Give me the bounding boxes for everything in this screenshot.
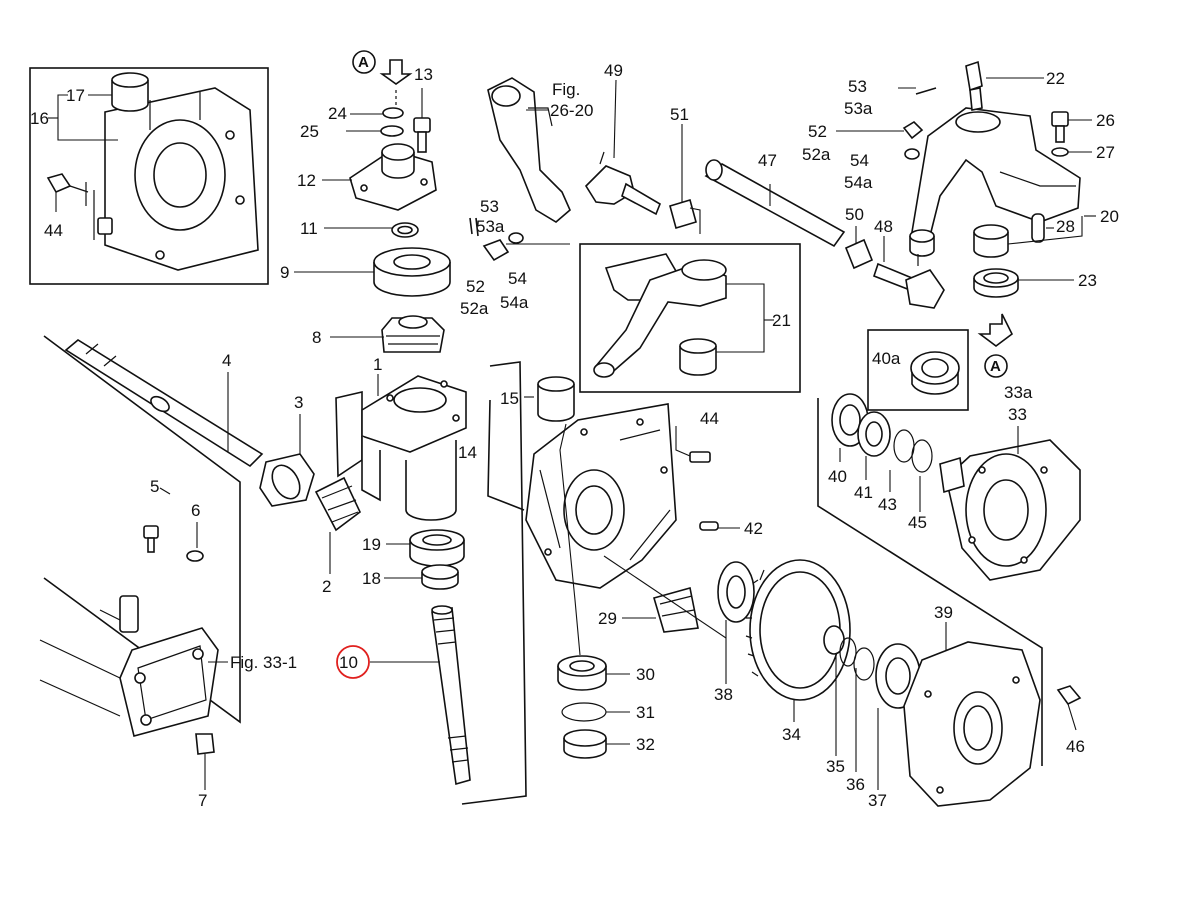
fig-33-1-ref: Fig. 33-1 — [230, 653, 297, 672]
label-10: 10 — [339, 653, 358, 672]
label-4: 4 — [222, 351, 231, 370]
label-33: 33 — [1008, 405, 1027, 424]
label-53a-right: 53a — [844, 99, 873, 118]
center-housing-assembly — [335, 361, 527, 805]
highlight-circle-10 — [336, 645, 370, 679]
label-6: 6 — [191, 501, 200, 520]
label-3: 3 — [294, 393, 303, 412]
pitman-arm-assembly — [469, 77, 701, 262]
label-14: 14 — [458, 443, 477, 462]
label-24: 24 — [328, 104, 347, 123]
label-8: 8 — [312, 328, 321, 347]
label-47: 47 — [758, 151, 777, 170]
label-21: 21 — [772, 311, 791, 330]
fig-26-20-number: 26-20 — [550, 101, 593, 120]
label-43: 43 — [878, 495, 897, 514]
label-25: 25 — [300, 122, 319, 141]
label-48: 48 — [874, 217, 893, 236]
inset-seal-40a — [867, 329, 969, 411]
right-upper-bracket-assembly — [704, 60, 1096, 378]
label-46: 46 — [1066, 737, 1085, 756]
label-23: 23 — [1078, 271, 1097, 290]
label-1: 1 — [373, 355, 382, 374]
label-33a: 33a — [1004, 383, 1033, 402]
inset-knuckle-arm-21 — [579, 243, 801, 393]
label-20: 20 — [1100, 207, 1119, 226]
label-29: 29 — [598, 609, 617, 628]
label-34: 34 — [782, 725, 801, 744]
inset-housing-16 — [29, 67, 269, 285]
label-28: 28 — [1056, 217, 1075, 236]
label-39: 39 — [934, 603, 953, 622]
upper-spindle-stack — [294, 50, 451, 353]
part-number-labels: 17 16 44 A 13 24 25 12 11 9 8 4 3 1 2 5 … — [30, 54, 1119, 810]
label-53-left: 53 — [480, 197, 499, 216]
label-30: 30 — [636, 665, 655, 684]
label-38: 38 — [714, 685, 733, 704]
label-13: 13 — [414, 65, 433, 84]
label-2: 2 — [322, 577, 331, 596]
label-42: 42 — [744, 519, 763, 538]
label-26: 26 — [1096, 111, 1115, 130]
label-49: 49 — [604, 61, 623, 80]
marker-a-top-letter: A — [358, 54, 369, 71]
label-31: 31 — [636, 703, 655, 722]
label-11: 11 — [300, 219, 318, 238]
label-40a: 40a — [872, 349, 901, 368]
label-52-right: 52 — [808, 122, 827, 141]
label-5: 5 — [150, 477, 159, 496]
label-27: 27 — [1096, 143, 1115, 162]
marker-a-bottom-letter: A — [990, 358, 1001, 375]
label-44-housing: 44 — [700, 409, 719, 428]
label-51: 51 — [670, 105, 689, 124]
right-axle-hub-assembly — [717, 393, 1082, 807]
label-44-inset: 44 — [44, 221, 63, 240]
label-45: 45 — [908, 513, 927, 532]
label-41: 41 — [854, 483, 873, 502]
label-54-left: 54 — [508, 269, 527, 288]
label-18: 18 — [362, 569, 381, 588]
label-54-right: 54 — [850, 151, 869, 170]
label-52-left: 52 — [466, 277, 485, 296]
label-54a-left: 54a — [500, 293, 529, 312]
label-19: 19 — [362, 535, 381, 554]
label-17: 17 — [66, 86, 85, 105]
label-54a-right: 54a — [844, 173, 873, 192]
label-7: 7 — [198, 791, 207, 810]
label-40: 40 — [828, 467, 847, 486]
label-9: 9 — [280, 263, 289, 282]
label-22: 22 — [1046, 69, 1065, 88]
label-37: 37 — [868, 791, 887, 810]
label-32: 32 — [636, 735, 655, 754]
label-16: 16 — [30, 109, 49, 128]
label-35: 35 — [826, 757, 845, 776]
label-52a-right: 52a — [802, 145, 831, 164]
label-15: 15 — [500, 389, 519, 408]
label-50: 50 — [845, 205, 864, 224]
differential-housing-assembly — [487, 376, 740, 759]
label-53-right: 53 — [848, 77, 867, 96]
left-shaft-assembly — [39, 335, 362, 790]
label-12: 12 — [297, 171, 316, 190]
label-36: 36 — [846, 775, 865, 794]
label-52a-left: 52a — [460, 299, 489, 318]
fig-26-20-title: Fig. — [552, 80, 580, 99]
label-53a-left: 53a — [476, 217, 505, 236]
